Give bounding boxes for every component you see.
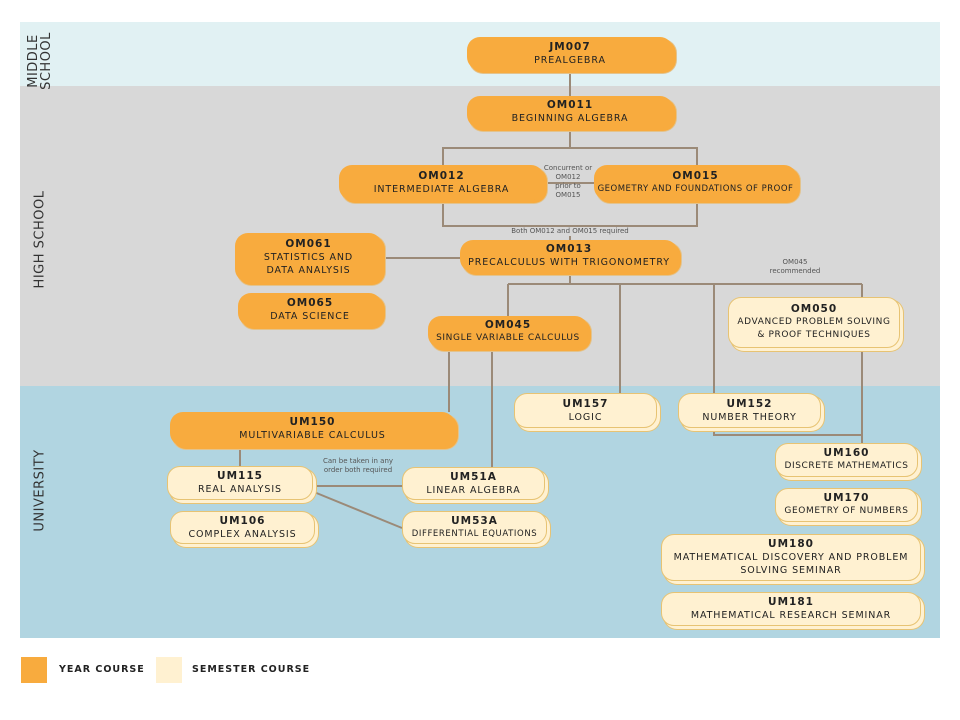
course-code: UM157 — [562, 397, 609, 410]
legend-year-swatch — [21, 657, 47, 683]
course-om012[interactable]: OM012 INTERMEDIATE ALGEBRA — [339, 165, 544, 200]
course-title: LOGIC — [568, 411, 603, 423]
course-um51a[interactable]: UM51A LINEAR ALGEBRA — [402, 467, 545, 500]
course-code: OM065 — [286, 296, 334, 309]
om045-recommended-note: OM045 recommended — [769, 258, 821, 275]
course-um53a[interactable]: UM53A DIFFERENTIAL EQUATIONS — [402, 511, 547, 544]
course-title: COMPLEX ANALYSIS — [188, 528, 297, 540]
connector-um115-um53a — [313, 491, 403, 529]
course-code: OM011 — [546, 99, 594, 111]
course-title: NUMBER THEORY — [702, 411, 797, 423]
course-title: DIFFERENTIAL EQUATIONS — [411, 528, 538, 539]
course-um157[interactable]: UM157 LOGIC — [514, 393, 657, 428]
course-om065[interactable]: OM065 DATA SCIENCE — [238, 293, 382, 326]
connector-om011-bracket — [442, 147, 698, 165]
course-um115[interactable]: UM115 REAL ANALYSIS — [167, 466, 313, 500]
concurrent-note: Concurrent or OM012 prior to OM015 — [543, 164, 593, 199]
connector-join-bracket — [442, 200, 698, 227]
any-order-note: Can be taken in any order both required — [322, 457, 394, 474]
course-code: OM013 — [545, 243, 593, 255]
course-code: UM180 — [768, 538, 814, 550]
course-title: LINEAR ALGEBRA — [426, 484, 521, 496]
course-title: DISCRETE MATHEMATICS — [784, 461, 909, 471]
course-um170[interactable]: UM170 GEOMETRY OF NUMBERS — [775, 488, 918, 522]
course-um180[interactable]: UM180 MATHEMATICAL DISCOVERY AND PROBLEM… — [661, 534, 921, 581]
course-title-line1: ADVANCED PROBLEM SOLVING — [737, 317, 891, 327]
course-code: UM51A — [450, 470, 497, 483]
course-um150[interactable]: UM150 MULTIVARIABLE CALCULUS — [170, 412, 455, 446]
course-om013[interactable]: OM013 PRECALCULUS WITH TRIGONOMETRY — [460, 240, 678, 272]
course-code: OM012 — [418, 169, 465, 182]
course-om015[interactable]: OM015 GEOMETRY AND FOUNDATIONS OF PROOF — [594, 165, 797, 200]
course-code: OM050 — [790, 303, 838, 315]
course-title-line1: STATISTICS AND — [263, 252, 354, 263]
course-code: UM160 — [823, 447, 870, 459]
course-um160[interactable]: UM160 DISCRETE MATHEMATICS — [775, 443, 918, 477]
course-title-line2: & PROOF TECHNIQUES — [757, 330, 871, 340]
course-code: UM152 — [726, 397, 773, 410]
legend-semester-label: SEMESTER COURSE — [192, 664, 311, 675]
course-code: UM181 — [768, 596, 814, 608]
course-title-line2: DATA ANALYSIS — [266, 265, 351, 276]
course-code: JM007 — [549, 40, 591, 53]
course-title: REAL ANALYSIS — [198, 484, 282, 495]
course-um152[interactable]: UM152 NUMBER THEORY — [678, 393, 821, 428]
course-om045[interactable]: OM045 SINGLE VARIABLE CALCULUS — [428, 316, 588, 348]
course-code: UM106 — [219, 514, 266, 527]
course-title: BEGINNING ALGEBRA — [511, 113, 629, 124]
course-title: SINGLE VARIABLE CALCULUS — [436, 333, 580, 343]
course-um181[interactable]: UM181 MATHEMATICAL RESEARCH SEMINAR — [661, 592, 921, 626]
course-title-line1: MATHEMATICAL DISCOVERY AND PROBLEM — [673, 552, 909, 563]
course-code: OM061 — [285, 238, 332, 250]
course-code: OM015 — [672, 169, 719, 182]
course-code: UM150 — [289, 416, 336, 428]
course-title: DATA SCIENCE — [270, 310, 350, 322]
course-jm007[interactable]: JM007 PREALGEBRA — [467, 37, 673, 70]
legend-year-label: YEAR COURSE — [59, 664, 145, 675]
connector-um152-um160 — [713, 428, 862, 436]
course-om061[interactable]: OM061 STATISTICS AND DATA ANALYSIS — [235, 233, 382, 282]
course-code: UM53A — [451, 514, 498, 527]
course-title: PRECALCULUS WITH TRIGONOMETRY — [468, 257, 670, 268]
course-code: UM170 — [823, 492, 870, 504]
course-om011[interactable]: OM011 BEGINNING ALGEBRA — [467, 96, 673, 128]
course-om050[interactable]: OM050 ADVANCED PROBLEM SOLVING & PROOF T… — [728, 297, 900, 348]
course-title: GEOMETRY OF NUMBERS — [784, 506, 909, 516]
course-title: MULTIVARIABLE CALCULUS — [239, 430, 386, 441]
legend-semester-swatch — [156, 657, 182, 683]
course-title: MATHEMATICAL RESEARCH SEMINAR — [690, 610, 892, 621]
both-required-note: Both OM012 and OM015 required — [490, 227, 650, 236]
course-title: PREALGEBRA — [534, 54, 606, 66]
course-code: UM115 — [217, 470, 263, 482]
course-title: GEOMETRY AND FOUNDATIONS OF PROOF — [597, 183, 794, 194]
course-title-line2: SOLVING SEMINAR — [740, 565, 842, 576]
course-title: INTERMEDIATE ALGEBRA — [373, 183, 510, 195]
course-code: OM045 — [484, 319, 532, 331]
course-um106[interactable]: UM106 COMPLEX ANALYSIS — [170, 511, 315, 544]
